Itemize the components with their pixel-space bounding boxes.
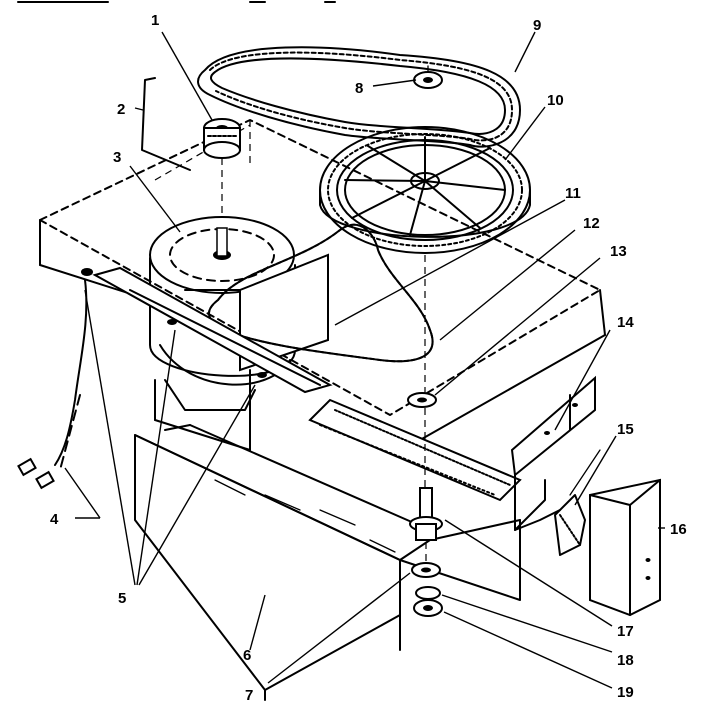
callout-8: 8 [355,80,363,97]
callout-11: 11 [565,185,581,202]
shaft-assembly [407,255,443,617]
callout-4: 4 [50,511,59,528]
large-sprocket-wheel [319,126,531,254]
callout-16: 16 [670,521,687,538]
callout-3: 3 [113,149,121,166]
belt-retainer-clip [413,65,443,89]
leader-lines [64,31,665,689]
mounting-rail [81,266,333,394]
motor-pulley [203,118,241,228]
drive-motor [149,216,296,411]
callout-12: 12 [583,215,600,232]
callout-1: 1 [151,12,159,29]
callout-6: 6 [243,647,251,664]
thermostat-switch [554,449,601,556]
callout-2: 2 [117,101,125,118]
callout-17: 17 [617,623,634,640]
heater-element [308,398,522,502]
callout-15: 15 [617,421,634,438]
callout-14: 14 [617,314,634,331]
callout-9: 9 [533,17,541,34]
callout-5: 5 [118,590,126,607]
callout-7: 7 [245,687,253,704]
callout-18: 18 [617,652,634,669]
callout-13: 13 [610,243,627,260]
cover-plate [589,478,661,617]
power-cord [17,279,88,490]
mounting-bracket [141,77,191,171]
front-panel [134,424,521,701]
callout-labels: 1 2 3 4 5 6 7 8 9 10 11 12 13 14 15 16 1… [50,12,687,704]
side-bracket [510,375,596,531]
callout-19: 19 [617,684,634,701]
callout-10: 10 [547,92,564,109]
